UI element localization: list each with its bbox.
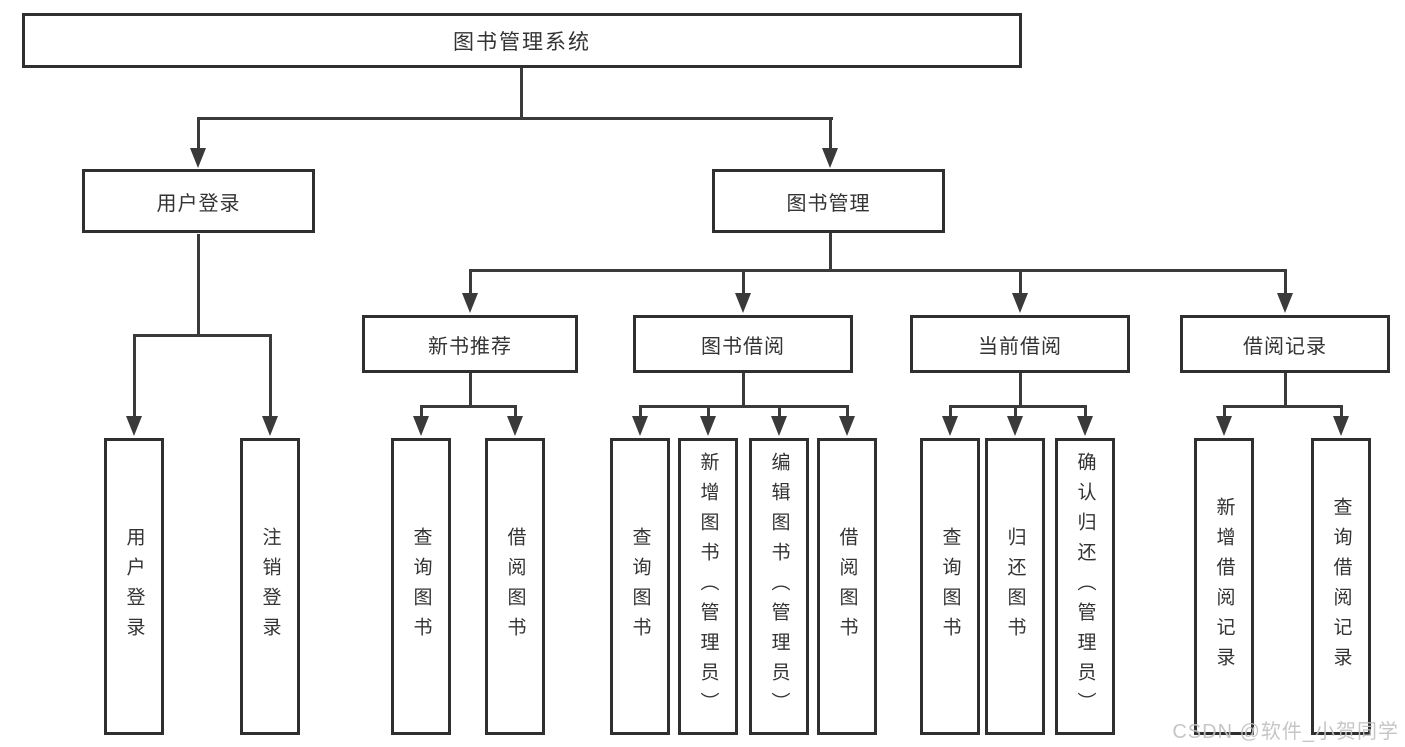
leaf-query-borrow-record: 查询借阅记录	[1311, 438, 1371, 735]
leaf-borrow-books-1: 借阅图书	[485, 438, 545, 735]
leaf-label: 确认归还（管理员）	[1074, 451, 1096, 722]
connector-line	[1084, 405, 1087, 418]
connector-arrowhead	[700, 416, 716, 436]
connector-arrowhead	[839, 416, 855, 436]
connector-line	[639, 405, 848, 408]
leaf-query-books-2: 查询图书	[610, 438, 670, 735]
leaf-logout: 注销登录	[240, 438, 300, 735]
leaf-edit-books-admin: 编辑图书（管理员）	[749, 438, 809, 735]
leaf-return-books: 归还图书	[985, 438, 1045, 735]
leaf-user-login: 用户登录	[104, 438, 164, 735]
connector-line	[1223, 405, 1226, 418]
connector-line	[197, 234, 200, 336]
connector-line	[1019, 373, 1022, 407]
connector-line	[420, 405, 517, 408]
connector-line	[1014, 405, 1017, 418]
connector-line	[520, 68, 523, 119]
leaf-label: 新增图书（管理员）	[697, 451, 719, 722]
leaf-confirm-return-admin: 确认归还（管理员）	[1055, 438, 1115, 735]
connector-line	[707, 405, 710, 418]
connector-arrowhead	[822, 148, 838, 168]
leaf-label: 注销登录	[259, 526, 281, 647]
connector-arrowhead	[632, 416, 648, 436]
connector-arrowhead	[1277, 293, 1293, 313]
connector-line	[197, 117, 200, 150]
node-borrow-records: 借阅记录	[1180, 315, 1390, 373]
connector-arrowhead	[507, 416, 523, 436]
connector-line	[469, 373, 472, 407]
connector-arrowhead	[1012, 293, 1028, 313]
connector-line	[829, 117, 832, 150]
connector-line	[1223, 405, 1342, 408]
connector-arrowhead	[735, 293, 751, 313]
node-current-borrow: 当前借阅	[910, 315, 1130, 373]
connector-arrowhead	[1077, 416, 1093, 436]
connector-line	[420, 405, 423, 418]
connector-line	[133, 334, 136, 418]
connector-line	[1284, 373, 1287, 407]
node-user-login: 用户登录	[82, 169, 315, 233]
connector-line	[1340, 405, 1343, 418]
connector-arrowhead	[126, 416, 142, 436]
connector-arrowhead	[942, 416, 958, 436]
leaf-add-books-admin: 新增图书（管理员）	[678, 438, 738, 735]
connector-line	[778, 405, 781, 418]
connector-line	[133, 334, 272, 337]
leaf-label: 查询图书	[939, 526, 961, 647]
connector-line	[639, 405, 642, 418]
connector-line	[829, 233, 832, 271]
leaf-label: 借阅图书	[504, 526, 526, 647]
node-book-management: 图书管理	[712, 169, 945, 233]
connector-arrowhead	[190, 148, 206, 168]
node-library-management-system: 图书管理系统	[22, 13, 1022, 68]
leaf-query-books-3: 查询图书	[920, 438, 980, 735]
node-new-book-recommend: 新书推荐	[362, 315, 578, 373]
connector-line	[846, 405, 849, 418]
connector-line	[469, 269, 1287, 272]
connector-arrowhead	[413, 416, 429, 436]
connector-arrowhead	[771, 416, 787, 436]
csdn-watermark: CSDN @软件_小贺同学	[1172, 721, 1399, 743]
connector-line	[514, 405, 517, 418]
leaf-label: 查询图书	[629, 526, 651, 647]
leaf-query-books-1: 查询图书	[391, 438, 451, 735]
leaf-label: 用户登录	[123, 526, 145, 647]
leaf-label: 归还图书	[1004, 526, 1026, 647]
leaf-label: 查询图书	[410, 526, 432, 647]
connector-arrowhead	[1333, 416, 1349, 436]
connector-line	[469, 269, 472, 295]
leaf-borrow-books-2: 借阅图书	[817, 438, 877, 735]
connector-line	[949, 405, 1086, 408]
connector-line	[1019, 269, 1022, 295]
leaf-label: 编辑图书（管理员）	[768, 451, 790, 722]
leaf-label: 借阅图书	[836, 526, 858, 647]
connector-arrowhead	[1216, 416, 1232, 436]
connector-arrowhead	[262, 416, 278, 436]
connector-line	[269, 334, 272, 418]
connector-line	[742, 373, 745, 407]
connector-line	[949, 405, 952, 418]
leaf-add-borrow-record: 新增借阅记录	[1194, 438, 1254, 735]
connector-line	[1284, 269, 1287, 295]
leaf-label: 新增借阅记录	[1213, 496, 1235, 677]
leaf-label: 查询借阅记录	[1330, 496, 1352, 677]
node-book-borrow: 图书借阅	[633, 315, 853, 373]
connector-arrowhead	[1007, 416, 1023, 436]
connector-line	[742, 269, 745, 295]
connector-line	[197, 117, 833, 120]
connector-arrowhead	[462, 293, 478, 313]
